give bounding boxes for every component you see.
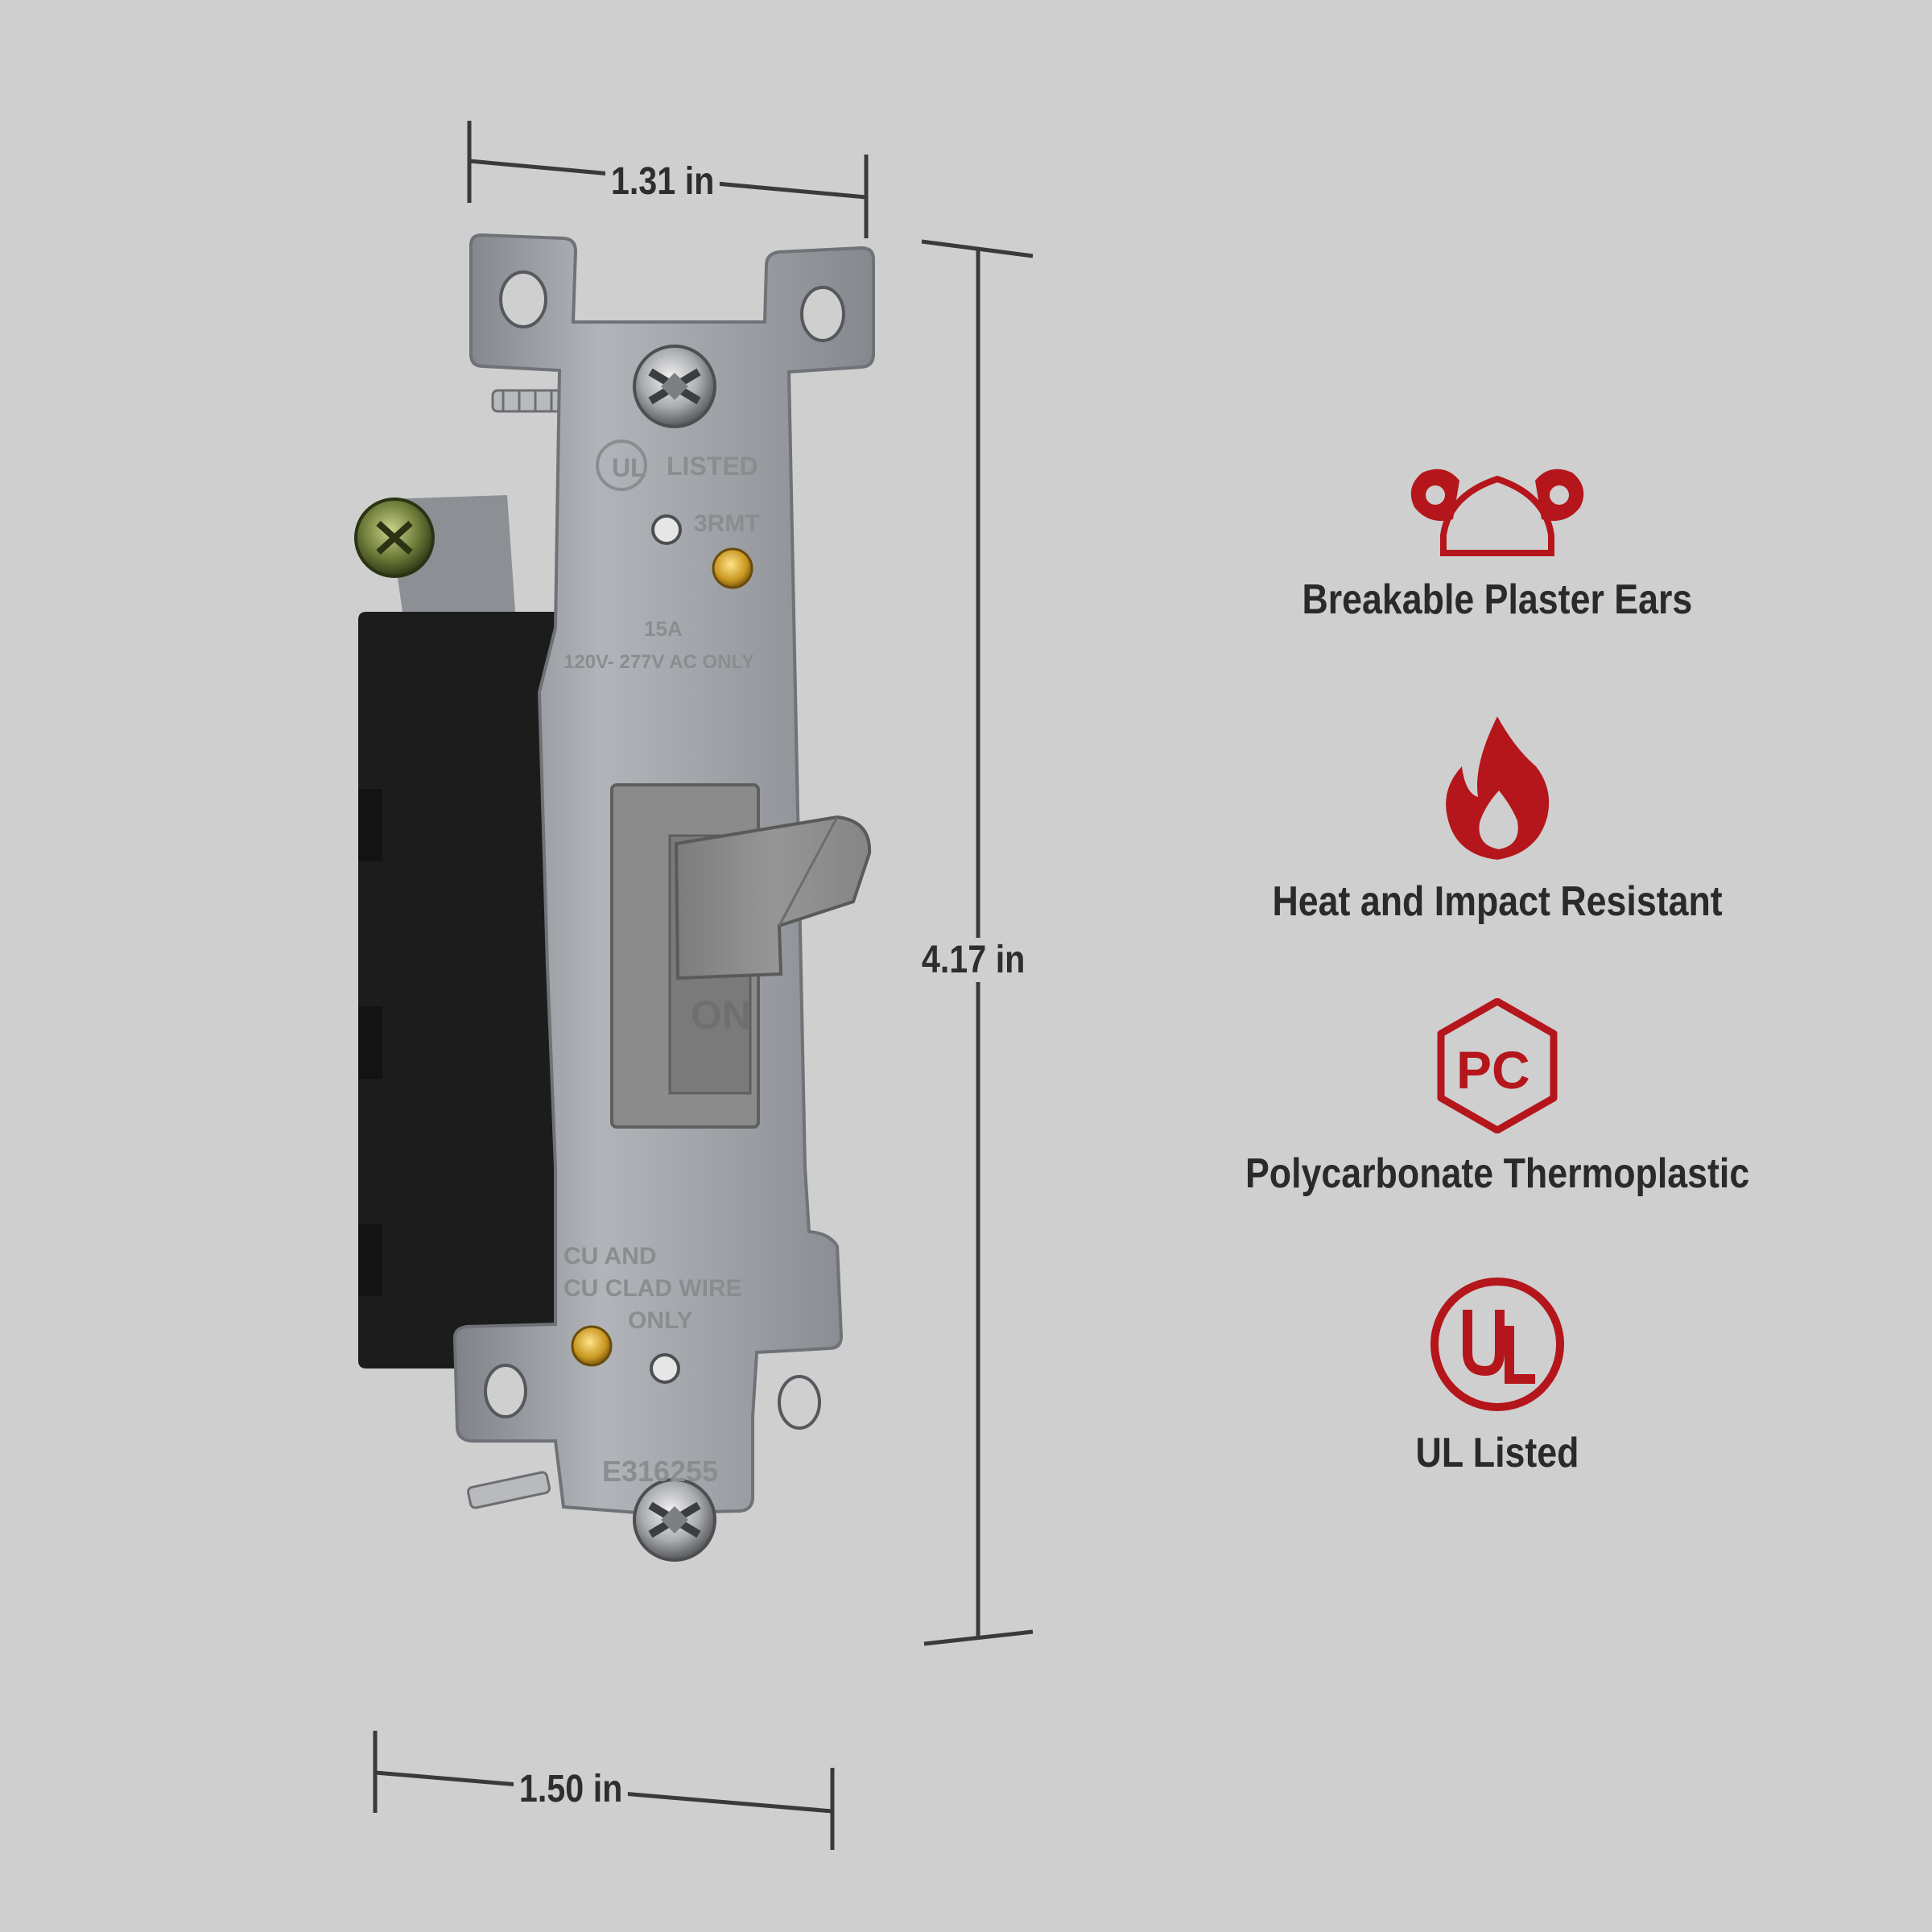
ul-logo-icon: [1430, 1278, 1564, 1411]
side-terminal-screw-upper: [491, 389, 567, 413]
plaster-ear-hole: [499, 270, 547, 328]
mounting-screw-bottom: [633, 1478, 716, 1562]
feature-label: Breakable Plaster Ears: [1302, 576, 1693, 623]
feature-breakable-plaster-ears: Breakable Plaster Ears: [1191, 463, 1803, 624]
plaster-ear-hole: [800, 286, 845, 342]
toggle-lever: [674, 815, 872, 980]
flame-icon: [1446, 716, 1550, 860]
feature-ul-listed: UL Listed: [1191, 1276, 1803, 1477]
toggle-on-label: ON: [691, 993, 751, 1038]
feature-label: UL Listed: [1415, 1430, 1579, 1476]
ul-stamp-mark: [596, 440, 647, 491]
stamp-wire-1: CU AND: [564, 1243, 657, 1269]
plaster-ears-icon: [1410, 469, 1584, 556]
stamp-wire-2: CU CLAD WIRE: [564, 1275, 742, 1302]
svg-text:PC: PC: [1456, 1040, 1530, 1100]
stamp-volts: 120V- 277V AC ONLY: [564, 651, 754, 673]
height-label: 4.17 in: [916, 938, 1031, 982]
bottom-width-label: 1.50 in: [514, 1767, 629, 1811]
feature-polycarbonate: PC Polycarbonate Thermoplastic: [1191, 998, 1803, 1198]
mounting-screw-top: [633, 345, 716, 428]
stamp-wire-3: ONLY: [628, 1307, 693, 1334]
plaster-ear-hole: [484, 1364, 527, 1418]
stamp-file-number: E316255: [602, 1455, 718, 1488]
svg-text:UL: UL: [612, 453, 646, 482]
feature-label: Heat and Impact Resistant: [1272, 878, 1723, 925]
brass-rivet: [712, 547, 753, 589]
plaster-ear-hole: [778, 1375, 821, 1430]
top-width-label: 1.31 in: [605, 159, 720, 204]
side-terminal-screw-lower: [467, 1471, 551, 1509]
stamp-model: 3RMT: [694, 510, 760, 537]
feature-label: Polycarbonate Thermoplastic: [1245, 1150, 1750, 1197]
brass-rivet: [571, 1325, 613, 1367]
stamp-amps: 15A: [644, 617, 683, 641]
pc-hexagon-icon: PC: [1437, 998, 1558, 1133]
switch-body: [358, 612, 564, 1368]
stamp-listed: LISTED: [667, 452, 758, 481]
feature-heat-impact-resistant: Heat and Impact Resistant: [1191, 716, 1803, 926]
